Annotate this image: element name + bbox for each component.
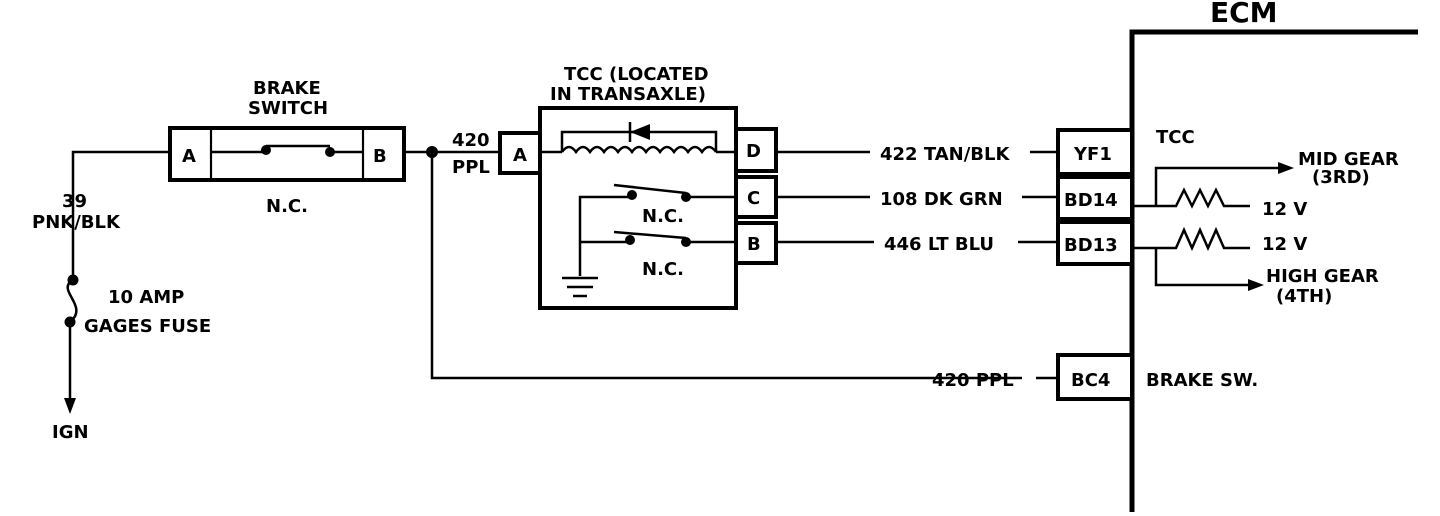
ground-icon: [562, 276, 598, 298]
ecm-border: [1129, 29, 1418, 512]
fuse-element: [66, 278, 78, 323]
tcc-switch-1-wire: [578, 195, 736, 276]
brake-switch-contact-a: [261, 145, 271, 155]
tcc-title-2: IN TRANSAXLE): [550, 84, 706, 105]
tcc-pin-a: A: [513, 145, 527, 166]
brake-switch-pin-b: B: [373, 146, 387, 167]
ecm-high-gear-line: [1154, 248, 1252, 287]
tcc-pin-d: D: [746, 141, 761, 162]
wires-to-ecm: 422 TAN/BLK 108 DK GRN 446 LT BLU: [776, 144, 1058, 380]
wire-39: [71, 150, 170, 278]
brake-switch-pin-a: A: [182, 146, 196, 167]
brake-switch-contact-b: [325, 147, 335, 157]
tcc-switch-2-blade: [613, 230, 687, 240]
tcc-diode-icon: [630, 124, 650, 140]
ecm-high-gear-label-2: (4TH): [1276, 286, 1332, 307]
ecm-brake-sw-label: BRAKE SW.: [1146, 370, 1258, 391]
tcc-switch-1-state: N.C.: [642, 206, 684, 227]
wire-422-label: 422 TAN/BLK: [880, 144, 1010, 165]
tcc-body: [538, 106, 738, 310]
ecm-pin-bc4: BC4: [1071, 370, 1110, 391]
ecm-label-tcc: TCC: [1156, 127, 1195, 148]
ecm-title: ECM: [1210, 0, 1278, 29]
wire-420: 420 PPL 420 PPL: [404, 130, 1022, 391]
brake-switch-state: N.C.: [266, 196, 308, 217]
ecm-pin-bc4-box: [1056, 353, 1134, 401]
tcc-unit: TCC (LOCATED IN TRANSAXLE) A D C B N.C. …: [498, 64, 778, 310]
ecm-pin-bd14: BD14: [1064, 190, 1118, 211]
ecm-mid-gear-label-2: (3RD): [1312, 167, 1370, 188]
tcc-solenoid-coil-icon: [560, 145, 718, 155]
fuse-label-amp: 10 AMP: [108, 287, 184, 308]
tcc-switch-1-contact-b: [681, 192, 691, 202]
tcc-switch-2-contact-b: [681, 237, 691, 247]
high-gear-arrow-icon: [1248, 279, 1264, 291]
ecm-pin-bd14-box: [1056, 175, 1134, 221]
tcc-switch-2-state: N.C.: [642, 259, 684, 280]
wire-420-number: 420: [452, 130, 490, 151]
fuse-label-name: GAGES FUSE: [84, 316, 211, 337]
ign-arrow-icon: [64, 398, 76, 414]
wire-108-label: 108 DK GRN: [880, 189, 1003, 210]
brake-switch-title-1: BRAKE: [253, 78, 321, 99]
tcc-switch-1-contact-a: [627, 190, 637, 200]
ecm-pin-bd13-box: [1056, 220, 1134, 266]
brake-switch: BRAKE SWITCH A B N.C.: [168, 78, 406, 217]
wire-446-label: 446 LT BLU: [884, 234, 994, 255]
ecm-mid-gear-label-1: MID GEAR: [1298, 149, 1399, 170]
ecm-bd13-circuit: [1132, 226, 1250, 252]
tcc-switch-1-blade: [613, 183, 687, 195]
ecm-pin-bd13: BD13: [1064, 235, 1118, 256]
ecm: ECM YF1 BD14 BD13 BC4 TCC MID GEAR (3RD)…: [1056, 0, 1418, 512]
ecm-bd14-circuit: [1132, 187, 1250, 209]
brake-switch-title-2: SWITCH: [248, 98, 328, 119]
tcc-pin-c: C: [747, 188, 760, 209]
mid-gear-arrow-icon: [1278, 162, 1294, 174]
wire-39-color: PNK/BLK: [32, 212, 121, 233]
ecm-pin-yf1-box: [1056, 128, 1134, 176]
ign-label: IGN: [52, 422, 89, 443]
wire-420-bottom-label: 420 PPL: [932, 370, 1014, 391]
tcc-pin-d-box: [734, 127, 778, 173]
ecm-pin-yf1: YF1: [1073, 144, 1112, 165]
brake-switch-body: [168, 126, 406, 182]
ecm-volt-b: 12 V: [1262, 234, 1307, 255]
ecm-mid-gear-line: [1154, 166, 1282, 206]
wire-420-color: PPL: [452, 157, 490, 178]
tcc-pin-b: B: [747, 234, 761, 255]
ignition-feed: 39 PNK/BLK 10 AMP GAGES FUSE IGN: [32, 150, 211, 443]
wire-39-number: 39: [62, 191, 87, 212]
wire-420-bottom: [430, 152, 1022, 380]
tcc-switch-2-contact-a: [625, 235, 635, 245]
ecm-high-gear-label-1: HIGH GEAR: [1266, 266, 1379, 287]
ecm-volt-a: 12 V: [1262, 199, 1307, 220]
tcc-title-1: TCC (LOCATED: [564, 64, 709, 85]
